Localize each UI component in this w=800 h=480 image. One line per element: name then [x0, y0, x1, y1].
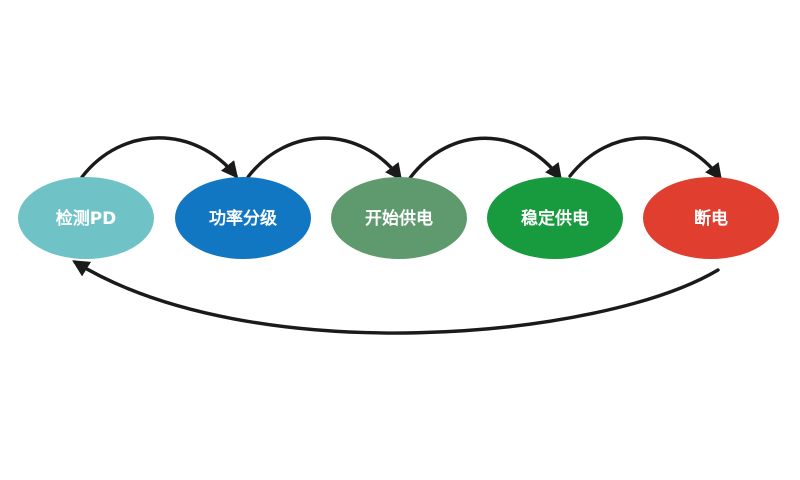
- arrow-off-to-detect: [72, 260, 720, 335]
- node-classify: 功率分级: [175, 177, 311, 259]
- node-detect-label: 检测PD: [56, 208, 117, 229]
- arrow-classify-to-start: [246, 136, 403, 181]
- node-start-label: 开始供电: [365, 208, 433, 229]
- arrow-start-to-stable: [408, 136, 563, 181]
- edges: [72, 136, 723, 335]
- node-stable-label: 稳定供电: [521, 208, 589, 229]
- node-off: 断电: [643, 177, 779, 259]
- node-start: 开始供电: [331, 177, 467, 259]
- node-off-shape: [643, 177, 779, 259]
- node-stable: 稳定供电: [487, 177, 623, 259]
- arrow-stable-to-off: [568, 136, 723, 181]
- node-detect: 检测PD: [18, 177, 154, 259]
- node-detect-shape: [18, 177, 154, 259]
- nodes: 检测PD 功率分级 开始供电 稳定供电 断电: [18, 177, 779, 259]
- node-classify-label: 功率分级: [209, 208, 277, 229]
- node-classify-shape: [175, 177, 311, 259]
- node-start-shape: [331, 177, 467, 259]
- arrow-detect-to-classify: [80, 136, 239, 179]
- node-off-label: 断电: [694, 208, 728, 229]
- node-stable-shape: [487, 177, 623, 259]
